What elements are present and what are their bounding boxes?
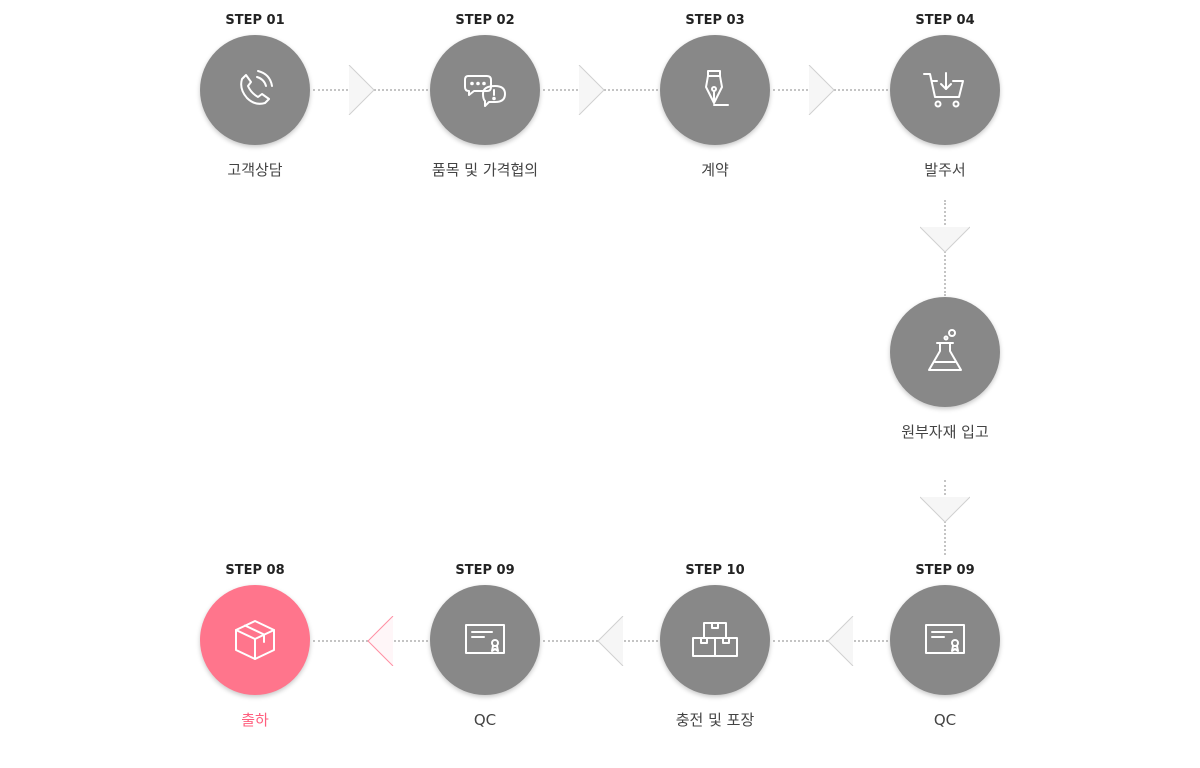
certificate-icon <box>460 615 510 665</box>
step-circle <box>430 585 540 695</box>
step-circle <box>660 585 770 695</box>
step-circle <box>890 297 1000 407</box>
arrow-left-icon <box>826 616 854 666</box>
step-circle <box>200 35 310 145</box>
shopping-cart-download-icon <box>920 65 970 115</box>
step-customer-consultation: STEP 01 고객상담 <box>175 12 335 182</box>
step-circle <box>890 585 1000 695</box>
step-raw-material-receiving: 원부자재 입고 <box>865 274 1025 444</box>
flask-icon <box>920 327 970 377</box>
arrow-left-icon <box>596 616 624 666</box>
package-box-icon <box>230 615 280 665</box>
arrow-right-icon <box>808 65 836 115</box>
step-label: 품목 및 가격협의 <box>431 161 539 179</box>
step-shipping: STEP 08 출하 <box>175 562 335 732</box>
step-circle <box>200 585 310 695</box>
phone-ringing-icon <box>230 65 280 115</box>
step-item-price-negotiation: STEP 02 품목 및 가격협의 <box>405 12 565 182</box>
stacked-boxes-icon <box>690 615 740 665</box>
step-circle <box>890 35 1000 145</box>
step-number: STEP 10 <box>685 563 745 578</box>
step-number: STEP 09 <box>915 563 975 578</box>
certificate-icon <box>920 615 970 665</box>
step-label: 원부자재 입고 <box>901 423 989 441</box>
step-number: STEP 01 <box>225 13 285 28</box>
step-label: QC <box>933 711 957 729</box>
step-filling-packaging: STEP 10 충전 및 포장 <box>635 562 795 732</box>
fountain-pen-icon <box>690 65 740 115</box>
step-purchase-order: STEP 04 발주서 <box>865 12 1025 182</box>
step-number: STEP 03 <box>685 13 745 28</box>
step-label: 출하 <box>241 711 269 729</box>
chat-bubbles-icon <box>460 65 510 115</box>
arrow-down-icon <box>920 496 970 524</box>
arrow-right-icon <box>348 65 376 115</box>
step-number: STEP 09 <box>455 563 515 578</box>
step-contract: STEP 03 계약 <box>635 12 795 182</box>
step-circle <box>660 35 770 145</box>
step-number: STEP 04 <box>915 13 975 28</box>
arrow-right-icon <box>578 65 606 115</box>
step-label: 계약 <box>701 161 729 179</box>
step-label: 발주서 <box>924 161 966 179</box>
arrow-left-icon <box>366 616 394 666</box>
step-number: STEP 02 <box>455 13 515 28</box>
step-number: STEP 08 <box>225 563 285 578</box>
step-label: QC <box>473 711 497 729</box>
step-qc: STEP 09 QC <box>405 562 565 732</box>
step-label: 충전 및 포장 <box>675 711 755 729</box>
arrow-down-icon <box>920 226 970 254</box>
step-number <box>865 274 1025 292</box>
step-qc: STEP 09 QC <box>865 562 1025 732</box>
step-circle <box>430 35 540 145</box>
step-label: 고객상담 <box>227 161 283 179</box>
